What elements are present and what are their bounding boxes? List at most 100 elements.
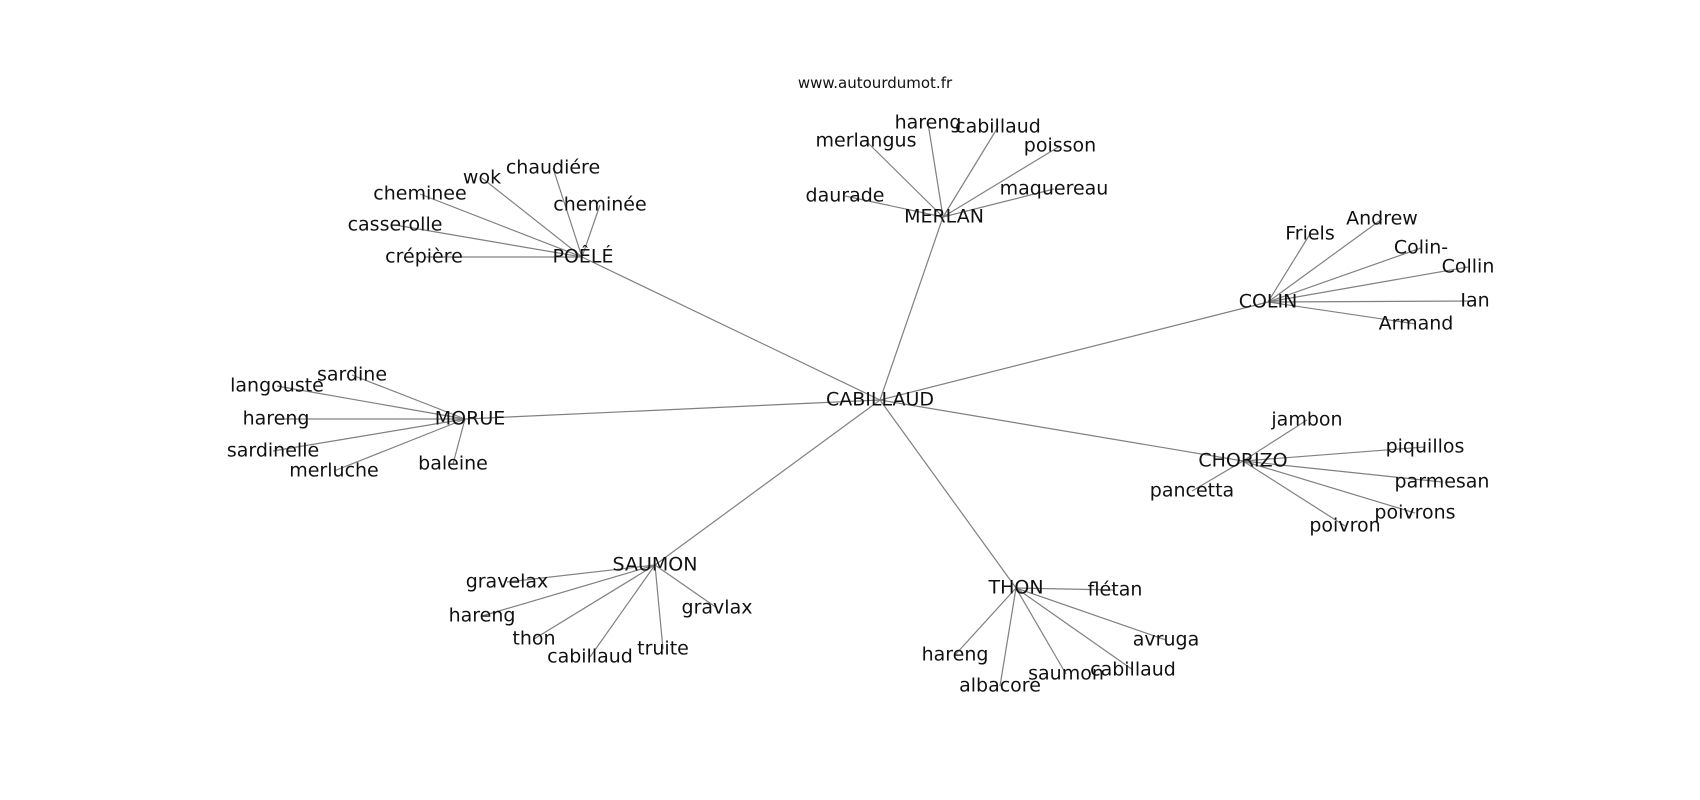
leaf-node-label: langouste <box>230 375 324 397</box>
edge-hub-to-leaf <box>654 564 664 650</box>
leaf-node-label: sardine <box>317 364 387 386</box>
leaf-node-label: albacore <box>959 675 1041 697</box>
leaf-node-label: crépière <box>385 246 463 268</box>
leaf-node-label: cabillaud <box>1090 659 1176 681</box>
leaf-node-label: cabillaud <box>955 116 1041 138</box>
leaf-node-label: Colin- <box>1394 237 1448 259</box>
leaf-node-label: jambon <box>1270 409 1342 431</box>
leaf-node-label: Andrew <box>1346 208 1418 230</box>
leaf-node-label: piquillos <box>1386 436 1465 458</box>
edge-hub-to-leaf <box>954 587 1017 656</box>
edge-hub-to-leaf <box>552 167 583 258</box>
edge-hub-to-leaf <box>1015 587 1067 675</box>
leaf-node-label: thon <box>512 628 555 650</box>
leaf-node-label: avruga <box>1133 629 1199 651</box>
edge-hub-to-leaf <box>276 385 466 420</box>
center-node-label: CABILLAUD <box>826 389 934 411</box>
hub-node-label: THON <box>987 577 1043 599</box>
edge-center-to-hub <box>581 256 881 401</box>
edge-hub-to-leaf <box>581 204 601 258</box>
hub-node-label: POÊLÉ <box>552 245 613 268</box>
edge-hub-to-leaf <box>1267 247 1422 303</box>
edge-hub-to-leaf <box>1267 301 1417 325</box>
edge-hub-to-leaf <box>481 564 656 617</box>
edge-hub-to-leaf <box>1015 587 1116 591</box>
leaf-node-label: poivron <box>1309 515 1380 537</box>
leaf-node-label: casserolle <box>348 214 443 236</box>
leaf-node-label: sardinelle <box>227 440 319 462</box>
edge-hub-to-leaf <box>865 140 944 218</box>
edge-hub-to-leaf <box>999 587 1017 687</box>
leaf-node-label: cheminée <box>553 194 646 216</box>
edge-hub-to-leaf <box>506 564 656 583</box>
edge-hub-to-leaf <box>589 564 656 658</box>
leaf-node-label: hareng <box>243 408 310 430</box>
leaf-node-label: parmesan <box>1395 471 1490 493</box>
leaf-node-label: saumon <box>1028 663 1104 685</box>
edge-hub-to-leaf <box>1267 300 1476 303</box>
edge-hub-to-leaf <box>1242 460 1443 483</box>
edge-hub-to-leaf <box>1242 460 1346 527</box>
leaf-node-label: poivrons <box>1374 502 1455 524</box>
edge-hub-to-leaf <box>1267 218 1383 303</box>
edge-hub-to-leaf <box>1015 587 1167 641</box>
leaf-node-label: hareng <box>449 605 516 627</box>
edge-center-to-hub <box>879 399 1017 589</box>
leaf-node-label: merlangus <box>816 130 917 152</box>
edge-hub-to-leaf <box>351 374 466 420</box>
edge-hub-to-leaf <box>452 418 466 465</box>
leaf-node-label: gravelax <box>466 571 549 593</box>
leaf-node-label: hareng <box>895 112 962 134</box>
edge-hub-to-leaf <box>1267 233 1311 303</box>
leaf-node-label: merluche <box>289 460 379 482</box>
edge-hub-to-leaf <box>419 193 583 258</box>
leaf-node-label: wok <box>463 167 501 189</box>
edge-hub-to-leaf <box>942 126 999 218</box>
edge-hub-to-leaf <box>942 145 1061 218</box>
leaf-node-label: chaudiére <box>506 157 600 179</box>
edge-hub-to-leaf <box>333 418 466 472</box>
hub-node-label: SAUMON <box>613 554 698 576</box>
edge-hub-to-leaf <box>844 195 944 218</box>
leaf-node-label: Friels <box>1285 223 1335 245</box>
leaf-node-label: Ian <box>1460 290 1489 312</box>
hub-node-label: COLIN <box>1239 291 1298 313</box>
edge-center-to-hub <box>464 399 881 420</box>
hub-node-label: MORUE <box>435 408 505 430</box>
leaf-node-label: baleine <box>418 453 488 475</box>
edge-center-to-hub <box>879 399 1244 462</box>
leaf-node-label: pancetta <box>1150 480 1234 502</box>
leaf-node-label: gravlax <box>682 597 753 619</box>
leaf-node-label: daurade <box>806 185 885 207</box>
edge-hub-to-leaf <box>1191 460 1244 492</box>
leaf-node-label: cheminee <box>373 183 466 205</box>
edge-hub-to-leaf <box>481 177 583 258</box>
leaf-node-label: cabillaud <box>547 646 633 668</box>
labels-layer: www.autourdumot.fr CABILLAUDPOÊLÉchaudié… <box>227 74 1495 697</box>
edge-hub-to-leaf <box>1267 266 1469 303</box>
edge-hub-to-leaf <box>654 564 718 609</box>
edge-hub-to-leaf <box>1242 446 1426 462</box>
hub-node-label: CHORIZO <box>1198 450 1287 472</box>
edge-center-to-hub <box>654 399 881 566</box>
edge-hub-to-leaf <box>927 122 944 218</box>
edge-hub-to-leaf <box>272 418 466 452</box>
leaf-node-label: maquereau <box>1000 178 1109 200</box>
edges-layer <box>272 122 1476 687</box>
leaf-node-label: Collin <box>1442 256 1495 278</box>
leaf-node-label: Armand <box>1379 313 1454 335</box>
edge-hub-to-leaf <box>1242 419 1308 462</box>
edge-hub-to-leaf <box>1242 460 1416 514</box>
edge-hub-to-leaf <box>942 188 1055 218</box>
edge-hub-to-leaf <box>1015 587 1134 671</box>
edge-hub-to-leaf <box>394 224 583 258</box>
edge-center-to-hub <box>879 216 944 401</box>
leaf-node-label: hareng <box>922 644 989 666</box>
edge-hub-to-leaf <box>533 564 656 640</box>
leaf-node-label: flétan <box>1088 579 1143 601</box>
leaf-node-label: truite <box>637 638 689 660</box>
hub-node-label: MERLAN <box>904 206 984 228</box>
leaf-node-label: poisson <box>1024 135 1096 157</box>
